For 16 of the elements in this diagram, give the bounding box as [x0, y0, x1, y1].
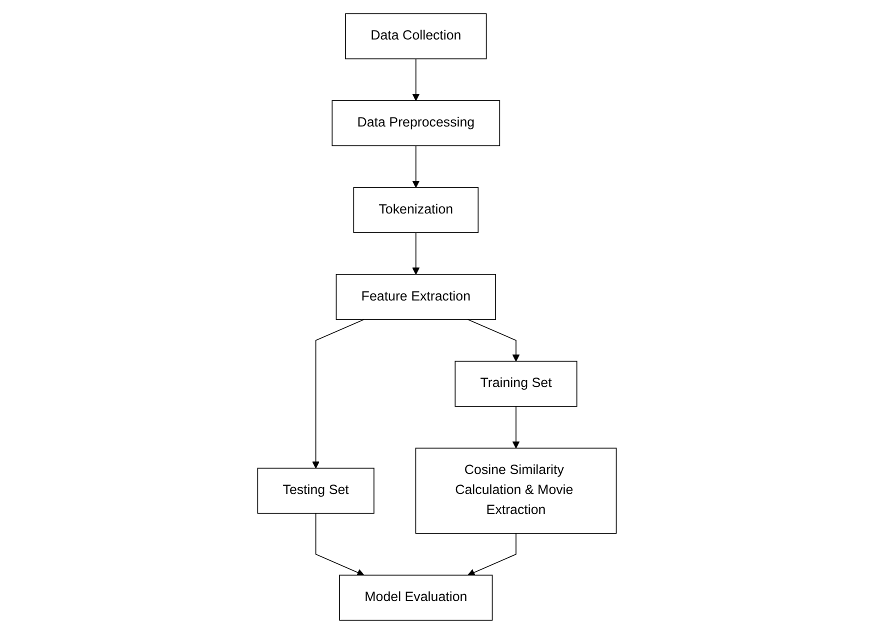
- node-box: Testing Set: [256, 467, 374, 514]
- arrow: [412, 144, 420, 188]
- node-box: Tokenization: [352, 186, 478, 233]
- arrow: [314, 512, 364, 576]
- arrow: [466, 318, 520, 362]
- node-box: Training Set: [454, 360, 577, 406]
- arrow: [412, 58, 420, 100]
- arrow: [467, 532, 516, 576]
- arrow: [512, 405, 520, 448]
- arrow: [312, 318, 364, 468]
- node-box: Model Evaluation: [338, 574, 492, 620]
- node-box: Cosine Similarity Calculation & Movie Extraction: [414, 447, 616, 534]
- node-box: Data Collection: [344, 12, 486, 59]
- arrow: [412, 232, 420, 274]
- node-box: Feature Extraction: [335, 273, 496, 320]
- node-box: Data Preprocessing: [331, 100, 500, 146]
